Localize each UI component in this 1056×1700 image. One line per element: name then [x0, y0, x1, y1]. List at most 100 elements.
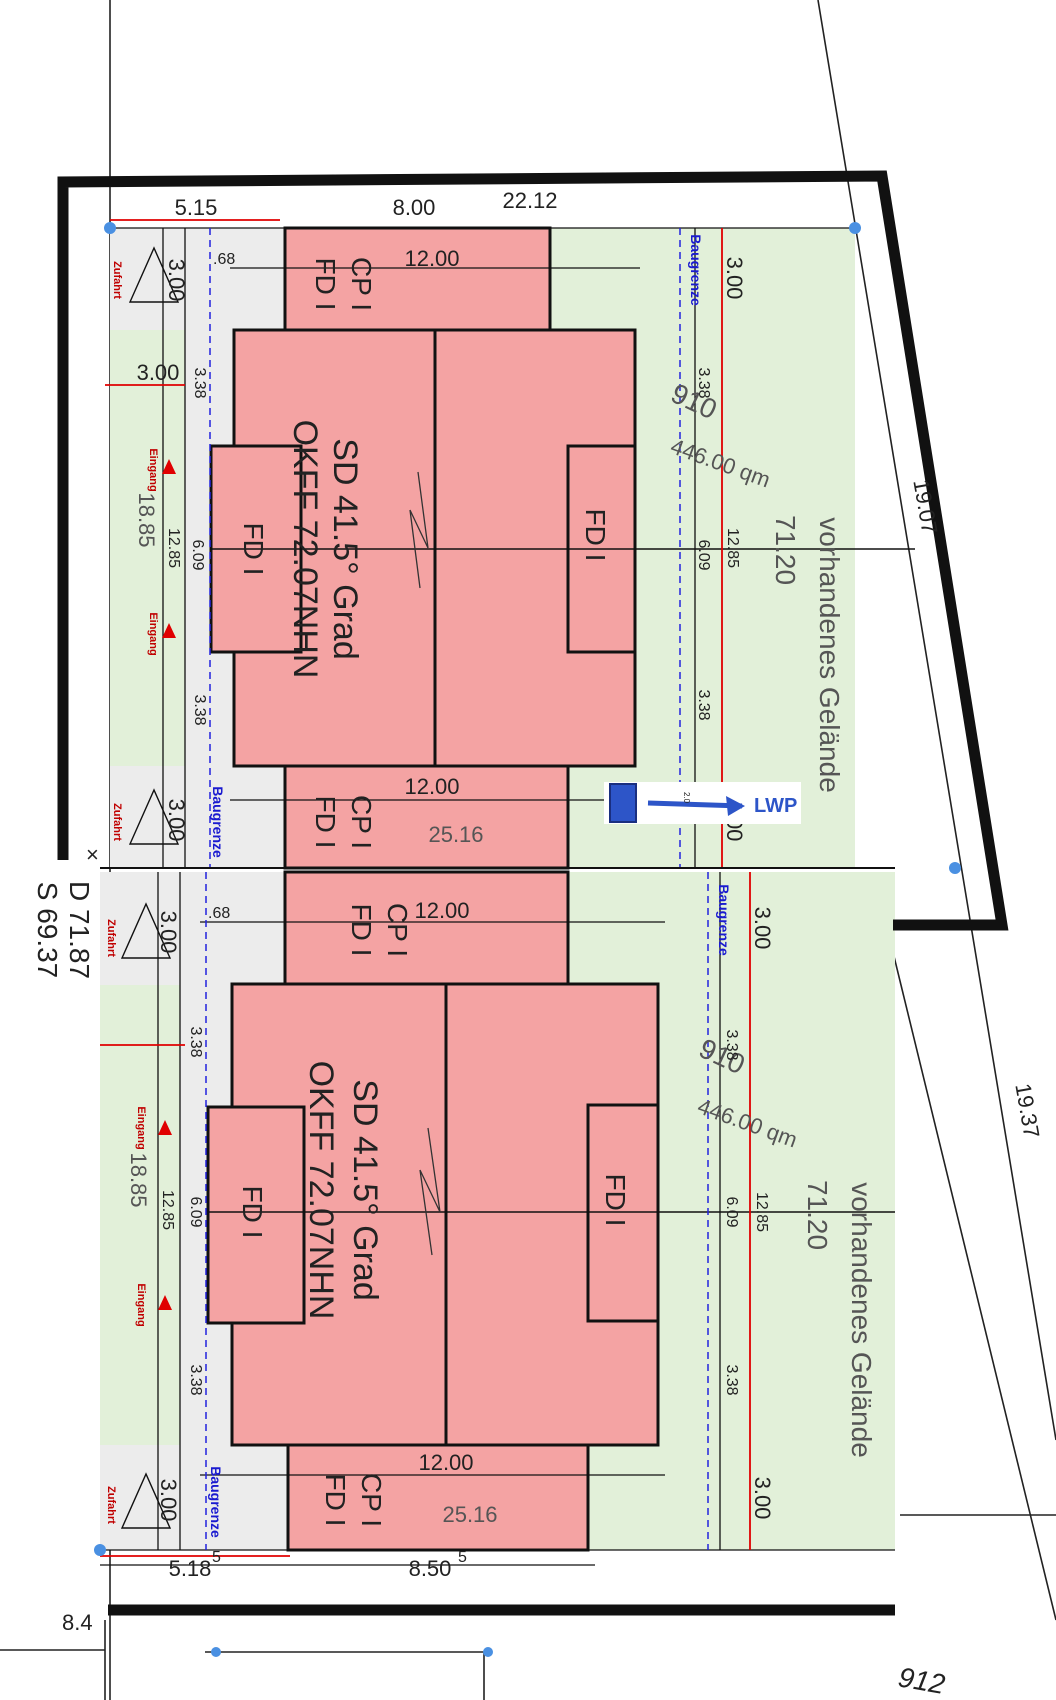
terrain-height: 71.20 — [770, 515, 801, 585]
lwp-tiny-dim: 2.0 — [682, 792, 691, 804]
corner-markers — [94, 222, 961, 1657]
dim-338-b: 3.38 — [191, 694, 208, 725]
r-dim-300-bottom: 3.00 — [750, 1477, 775, 1520]
fd-bottom-label: FD I — [320, 1474, 351, 1527]
zufahrt-top-label: Zufahrt — [111, 261, 123, 299]
cp-top-label: CP I — [382, 903, 413, 957]
ridge-arrow — [419, 1127, 441, 1256]
fd-right-label: FD I — [580, 509, 611, 562]
dim-300-tri-top: 3.00 — [156, 911, 181, 954]
lawn-strip — [110, 330, 185, 766]
baugrenze-right-label: Baugrenze — [716, 884, 732, 956]
ridge-arrow — [409, 471, 429, 589]
lwp-symbol: LWP 2.0 — [604, 782, 801, 824]
dim-338-a: 3.38 — [187, 1026, 204, 1057]
bay-right — [586, 1103, 660, 1323]
bottom-dim-mid: 8.50 — [409, 1556, 452, 1581]
bay-left — [206, 1105, 306, 1325]
carport-top — [283, 870, 570, 986]
dim-300-tri-bottom: 3.00 — [164, 799, 189, 842]
r-dim-338-a: 3.38 — [695, 367, 712, 398]
entrance-triangle-icon — [158, 1120, 172, 1135]
r-dim-609: 6.09 — [723, 1196, 740, 1227]
r-dim-300-top: 3.00 — [722, 257, 747, 300]
left-dim-300: 3.00 — [137, 360, 180, 385]
terrain-label: vorhandenes Gelände — [846, 1182, 877, 1458]
left-depth: 18.85 — [126, 1152, 151, 1207]
dim-338-a: 3.38 — [191, 367, 208, 398]
unit-1: SD 41.5° Grad OKFF 72.07NHN FD I FD I CP… — [105, 219, 915, 870]
dim-609: 6.09 — [187, 1196, 204, 1227]
dim-300-tri-bottom: 3.00 — [156, 1479, 181, 1522]
lawn-strip — [100, 985, 180, 1445]
right-edge-dim: 19.37 — [1010, 1081, 1044, 1140]
bottom-dim-mid-sup: 5 — [458, 1549, 467, 1566]
entrance-triangle-icon — [158, 1295, 172, 1310]
bottom-right-value: 912 — [896, 1661, 948, 1700]
carport-bottom-value: 25.16 — [428, 822, 483, 847]
fd-bottom-label: FD I — [310, 796, 341, 849]
plot-boundary — [57, 170, 1009, 931]
dim-68: .68 — [208, 905, 230, 922]
zufahrt-bottom-label: Zufahrt — [111, 803, 123, 841]
zufahrt-bottom-label: Zufahrt — [105, 1486, 117, 1524]
lwp-unit-icon — [609, 783, 637, 823]
entrance-triangle-icon — [162, 623, 176, 638]
dim-68: .68 — [213, 251, 235, 268]
carport-top-length: 12.00 — [414, 898, 469, 923]
dim-609: 6.09 — [189, 539, 206, 570]
r-dim-338-b: 3.38 — [695, 689, 712, 720]
fd-top-label: FD I — [346, 904, 377, 957]
lwp-arrow-icon — [647, 800, 743, 809]
top-dim-total: 22.12 — [502, 188, 557, 213]
cp-top-label: CP I — [346, 257, 377, 311]
r-dim-1285: 12.85 — [724, 528, 741, 568]
lwp-arrowhead-icon — [726, 796, 745, 816]
zufahrt-triangle-icon — [128, 246, 180, 303]
cp-bottom-label: CP I — [346, 795, 377, 849]
carport-bottom — [286, 1443, 590, 1552]
okff-label: OKFF 72.07NHN — [302, 1061, 340, 1320]
baugrenze-left-label: Baugrenze — [208, 1466, 224, 1538]
fd-left-label: FD I — [237, 1186, 268, 1239]
r-dim-338-a: 3.38 — [723, 1029, 740, 1060]
okff-label: OKFF 72.07NHN — [286, 420, 324, 679]
baugrenze-right-label: Baugrenze — [688, 234, 704, 306]
right-edge-dim: 19.07 — [908, 477, 942, 536]
carport-top-length: 12.00 — [404, 246, 459, 271]
roof-label: SD 41.5° Grad — [326, 438, 364, 659]
carport-top — [283, 226, 552, 332]
bottom-dim-left: 5.18 — [169, 1556, 212, 1581]
dim-1285: 12.85 — [159, 1190, 176, 1230]
zufahrt-triangle-icon — [120, 902, 172, 959]
carport-bottom-length: 12.00 — [418, 1450, 473, 1475]
dim-338-b: 3.38 — [187, 1364, 204, 1395]
entrance-triangle-icon — [162, 459, 176, 474]
unit-2: SD 41.5° Grad OKFF 72.07NHN FD I FD I CP… — [100, 870, 895, 1566]
entrance-label: Eingang — [147, 448, 159, 491]
side-x-mark: × — [86, 842, 99, 867]
entrance-label: Eingang — [147, 612, 159, 655]
entrance-label: Eingang — [135, 1106, 147, 1149]
lwp-label: LWP — [754, 795, 797, 817]
zufahrt-triangle-icon — [120, 1472, 172, 1529]
fd-top-label: FD I — [310, 258, 341, 311]
terrain-label: vorhandenes Gelände — [814, 517, 845, 793]
fd-left-label: FD I — [238, 523, 269, 576]
r-dim-338-b: 3.38 — [723, 1364, 740, 1395]
terrain-height: 71.20 — [802, 1180, 833, 1250]
carport-bottom — [283, 764, 570, 870]
entrance-label: Eingang — [135, 1283, 147, 1326]
side-s-value: S 69.37 — [32, 882, 63, 979]
side-d-value: D 71.87 — [64, 881, 95, 979]
carport-bottom-length: 12.00 — [404, 774, 459, 799]
left-depth: 18.85 — [134, 492, 159, 547]
carport-bottom-value: 25.16 — [442, 1502, 497, 1527]
bottom-dim-left-sup: 5 — [212, 1549, 221, 1566]
dim-300-tri-top: 3.00 — [164, 259, 189, 302]
bottom-left-value: 8.4 — [62, 1610, 93, 1635]
zufahrt-triangle-icon — [128, 788, 180, 845]
baugrenze-left-label: Baugrenze — [210, 786, 226, 858]
top-dim-mid: 8.00 — [393, 195, 436, 220]
